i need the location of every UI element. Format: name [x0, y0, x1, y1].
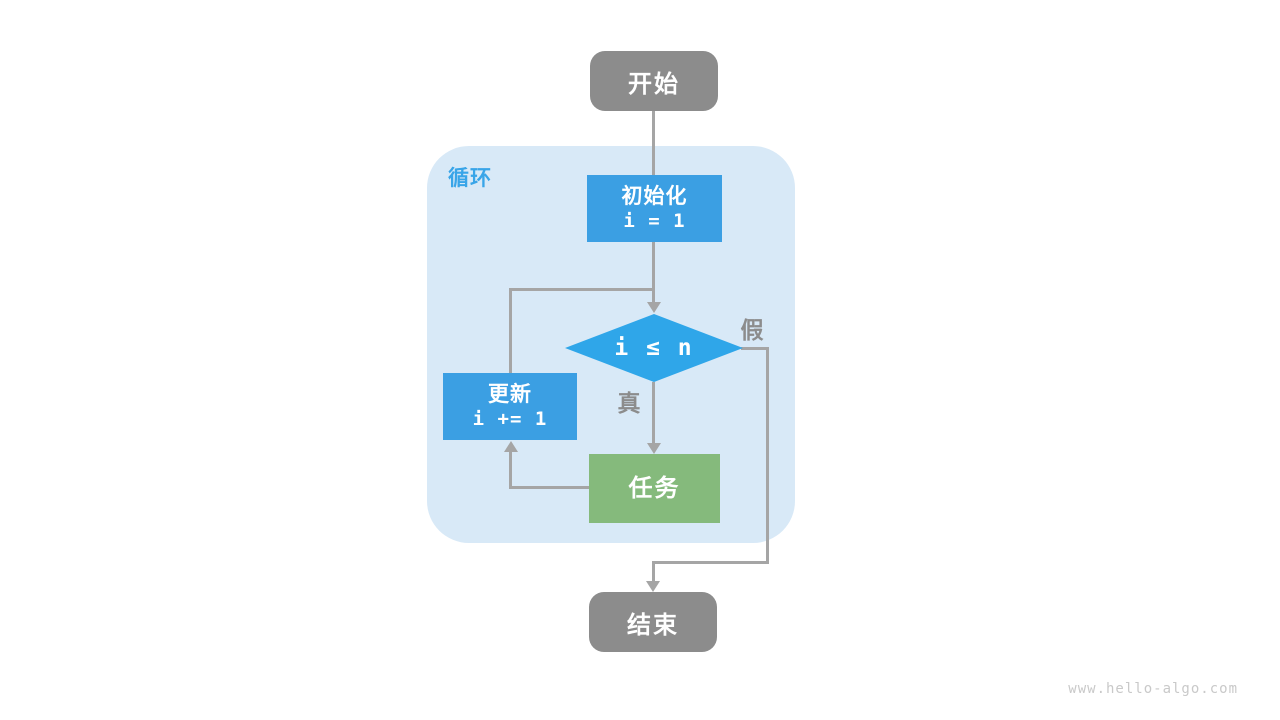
edge-task-to-update-horizontal: [509, 486, 589, 489]
edge-task-to-update-vertical: [509, 450, 512, 489]
false-edge-label: 假: [740, 317, 764, 343]
watermark-url: www.hello-algo.com: [1068, 681, 1238, 697]
loop-subgraph-label: 循环: [448, 167, 492, 190]
arrowhead-into-condition: [647, 302, 661, 313]
edge-false-branch-horizontal-top: [741, 347, 768, 350]
start-node-label: 开始: [628, 70, 680, 98]
edge-update-feedback-vertical: [509, 288, 512, 374]
update-node-label: 更新: [488, 382, 532, 406]
task-node-label: 任务: [628, 474, 681, 502]
condition-node-code: i ≤ n: [614, 335, 694, 361]
task-node: 任务: [589, 454, 720, 523]
update-node: 更新 i += 1: [443, 373, 577, 440]
edge-condition-to-task: [652, 382, 655, 445]
edge-false-branch-horizontal-bottom: [652, 561, 769, 564]
update-node-code: i += 1: [472, 407, 548, 430]
edge-update-feedback-horizontal: [509, 288, 655, 291]
arrowhead-into-end: [646, 581, 660, 592]
edge-false-branch-to-end: [652, 561, 655, 583]
edge-init-to-condition: [652, 242, 655, 304]
arrowhead-into-task: [647, 443, 661, 454]
start-node: 开始: [590, 51, 718, 111]
arrowhead-into-update: [504, 441, 518, 452]
init-node-code: i = 1: [623, 209, 686, 232]
edge-false-branch-vertical: [766, 347, 769, 564]
end-node-label: 结束: [627, 611, 679, 639]
end-node: 结束: [589, 592, 717, 652]
true-edge-label: 真: [617, 390, 641, 416]
init-node: 初始化 i = 1: [587, 175, 722, 242]
edge-start-to-init: [652, 111, 655, 176]
init-node-label: 初始化: [621, 184, 688, 208]
